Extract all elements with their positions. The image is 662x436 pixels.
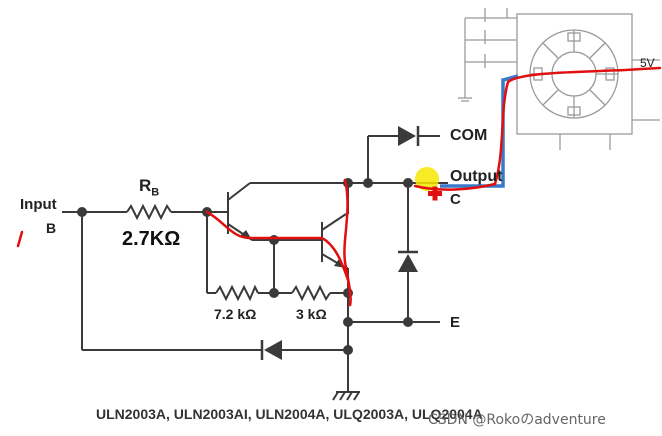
red-cross-icon bbox=[428, 186, 442, 201]
diode-clamp bbox=[398, 250, 418, 272]
supply-label: 5V bbox=[640, 56, 655, 70]
part-numbers-caption: ULN2003A, ULN2003AI, ULN2004A, ULQ2003A,… bbox=[96, 406, 483, 422]
c-label: C bbox=[450, 191, 461, 208]
resistor-rb bbox=[126, 203, 172, 221]
watermark: CSDN @Rokoのadventure bbox=[428, 412, 606, 428]
circuit-wires bbox=[62, 135, 448, 401]
resistor-7k2 bbox=[215, 284, 259, 302]
stepper-motor-schematic bbox=[458, 8, 660, 150]
diode-input bbox=[260, 340, 282, 360]
r2-value: 3 kΩ bbox=[296, 306, 327, 322]
output-label: Output bbox=[450, 168, 503, 185]
resistor-3k bbox=[291, 284, 331, 302]
e-label: E bbox=[450, 314, 461, 331]
input-label: Input bbox=[20, 196, 57, 213]
com-label: COM bbox=[450, 127, 488, 144]
r1-value: 7.2 kΩ bbox=[214, 306, 257, 322]
rb-label-main: R bbox=[139, 176, 152, 195]
rb-value: 2.7KΩ bbox=[122, 228, 181, 250]
junction-dots bbox=[77, 178, 413, 355]
output-highlight bbox=[415, 167, 439, 191]
diode-com bbox=[398, 126, 420, 146]
input-b-label: B bbox=[46, 220, 57, 236]
red-annotation-paths bbox=[16, 66, 662, 307]
rb-label: RB bbox=[139, 176, 159, 198]
rb-label-sub: B bbox=[151, 186, 160, 199]
